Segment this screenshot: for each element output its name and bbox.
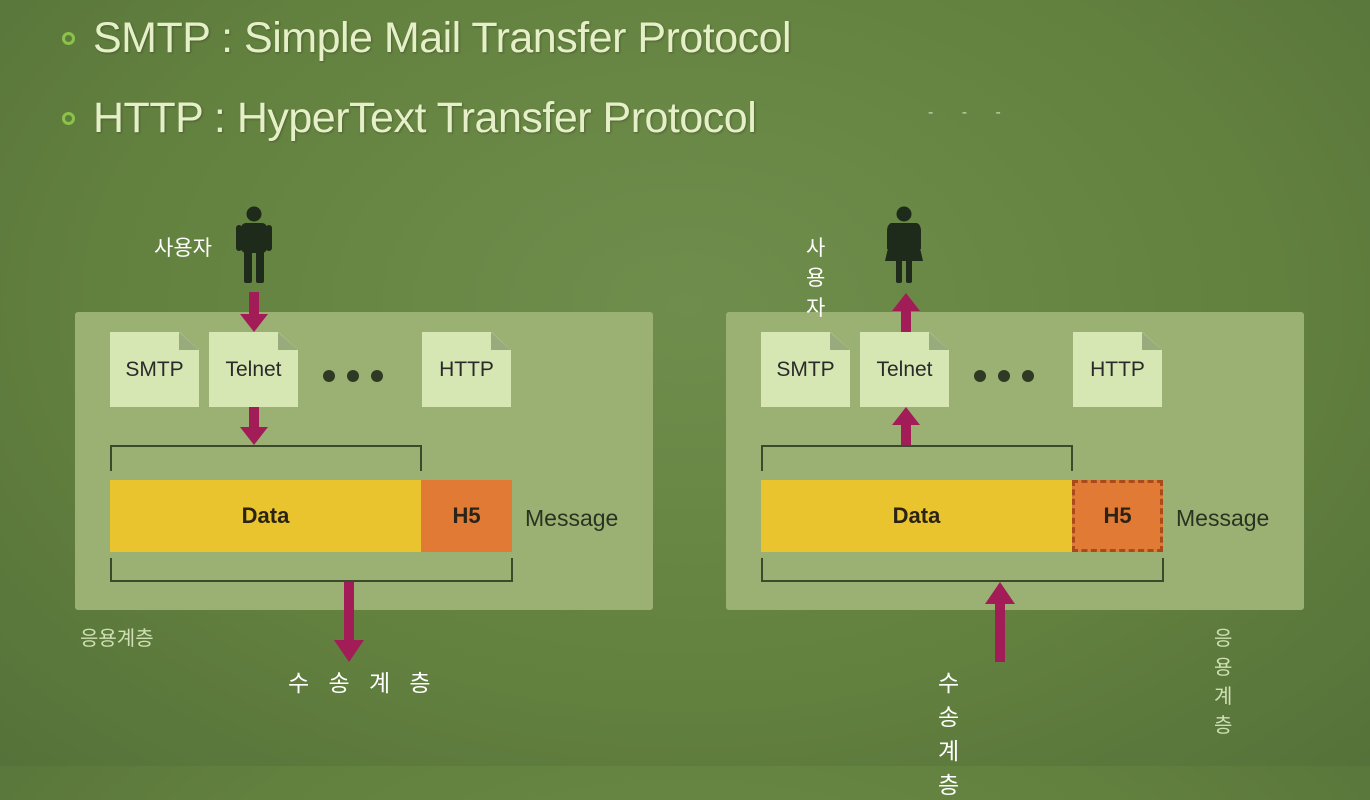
h5-header: H5	[421, 480, 512, 552]
decorative-dashes: - - -	[928, 104, 1013, 121]
message-label: Message	[1176, 505, 1270, 531]
ellipsis-dots	[323, 370, 383, 382]
protocol-label: HTTP	[1090, 357, 1145, 381]
h5-header-removed: H5	[1072, 480, 1163, 552]
protocol-label: SMTP	[776, 357, 835, 381]
user-label: 사용자	[154, 236, 212, 260]
bullet-http: HTTP : HyperText Transfer Protocol	[62, 94, 757, 143]
message-label: Message	[525, 505, 619, 531]
bullet-smtp: SMTP : Simple Mail Transfer Protocol	[62, 14, 792, 63]
bullet-circle-icon	[62, 32, 75, 45]
arrow-down-icon	[240, 407, 268, 445]
arrow-up-icon	[892, 293, 920, 333]
protocol-label: SMTP	[125, 357, 184, 381]
application-layer-label: 응용계층	[1214, 626, 1233, 737]
man-icon	[236, 206, 272, 283]
arrow-up-icon	[985, 582, 1015, 662]
data-label: Data	[892, 503, 941, 528]
message-bracket	[110, 558, 513, 582]
message-bracket	[761, 558, 1164, 582]
protocol-doc-smtp: SMTP	[110, 332, 199, 407]
woman-icon	[885, 206, 923, 283]
bullet-circle-icon	[62, 112, 75, 125]
arrow-up-icon	[892, 407, 920, 445]
bullet-text: HTTP : HyperText Transfer Protocol	[93, 94, 757, 142]
data-segment: Data	[761, 480, 1072, 552]
arrow-down-icon	[240, 292, 268, 332]
arrow-down-icon	[334, 582, 364, 662]
data-segment: Data	[110, 480, 421, 552]
receiving-diagram: 사용자 SMTP Telnet HTTP Data H5 Message 응용계…	[0, 0, 1304, 799]
bullet-text: SMTP : Simple Mail Transfer Protocol	[93, 14, 792, 62]
protocol-label: Telnet	[876, 357, 933, 381]
data-bracket	[110, 445, 422, 471]
transport-layer-label: 수 송 계 층	[288, 671, 437, 697]
ellipsis-dots	[974, 370, 1034, 382]
data-bracket	[761, 445, 1073, 471]
header-label: H5	[1103, 503, 1132, 528]
transport-layer-label: 수 송 계 층	[938, 671, 966, 799]
user-label: 사용자	[806, 236, 826, 320]
sending-diagram: 사용자 SMTP Telnet HTTP Data H5 Message 응용계…	[0, 0, 660, 766]
protocol-label: HTTP	[439, 357, 494, 381]
application-layer-label: 응용계층	[80, 626, 154, 650]
protocol-label: Telnet	[225, 357, 282, 381]
data-label: Data	[241, 503, 290, 528]
header-label: H5	[452, 503, 481, 528]
